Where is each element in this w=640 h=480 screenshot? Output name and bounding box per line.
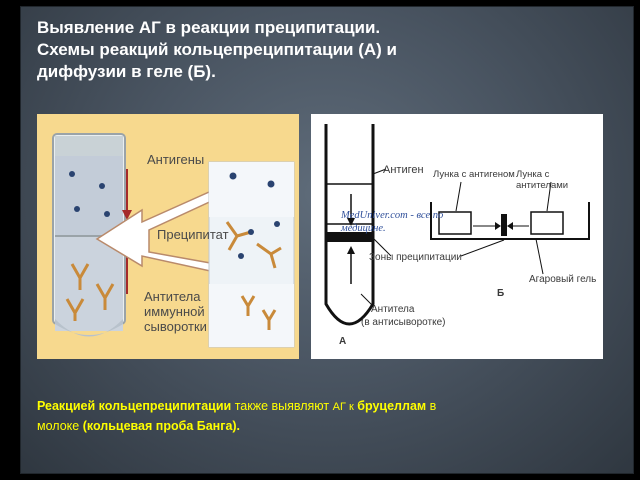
slide-title: Выявление АГ в реакции преципитации. Схе… <box>37 17 517 83</box>
complex-antibody <box>256 242 282 269</box>
antibody-shape <box>240 295 256 316</box>
caption-bold-3: (кольцевая проба Банга). <box>82 419 241 433</box>
gel-diffusion-illustration <box>324 124 590 326</box>
caption-bold-1: Реакцией кольцепреципитации <box>37 399 232 413</box>
ring-precipitation-illustration <box>52 133 295 348</box>
precipitate-arrow <box>95 183 233 275</box>
label-antigens: Антигены <box>147 152 205 167</box>
label-well-antigen: Лунка с антигеном <box>433 169 515 180</box>
antigen-layer <box>55 156 123 236</box>
gel-dish <box>430 202 590 240</box>
arrow-head <box>495 222 501 230</box>
antigen-dot <box>104 211 110 217</box>
antigen-dot <box>229 172 237 180</box>
zoom-antigen-zone <box>209 162 294 217</box>
leader-line <box>455 181 462 212</box>
antigen-dot <box>248 229 254 235</box>
arrow-head-down <box>122 210 132 220</box>
tube-rim <box>55 136 123 156</box>
label-well-antibodies: Лунка с антителами <box>516 169 569 191</box>
antigen-dot <box>69 171 75 177</box>
caption: Реакцией кольцепреципитации также выявля… <box>37 397 597 436</box>
label-antiserum: (в антисыворотке) <box>361 317 446 328</box>
caption-text-3: молоке <box>37 419 80 433</box>
antibody-shape <box>261 309 277 330</box>
leader-line <box>546 181 552 212</box>
antigen-dot <box>267 180 275 188</box>
label-b: Б <box>497 288 505 299</box>
well-antibodies <box>530 211 564 235</box>
precipitation-ring <box>326 232 373 242</box>
label-agarose: Агаровый гель <box>529 274 597 285</box>
title-line-1: Выявление АГ в реакции преципитации. <box>37 18 381 37</box>
antibody-shape <box>65 298 85 321</box>
gel-diffusion-figure: Антиген Лунка с антигеном Лунка с антите… <box>311 114 603 359</box>
label-antibodies-1: Антитела <box>144 289 201 304</box>
antibody-shape <box>95 283 115 310</box>
caption-bold-2: бруцеллам <box>357 399 427 413</box>
tube-bottom <box>55 319 123 337</box>
watermark-line-2: медицине. <box>341 223 386 234</box>
antigen-dot <box>99 183 105 189</box>
label-precipitate: Преципитат <box>157 227 229 242</box>
caption-text-2: в <box>429 399 437 413</box>
well-antigen <box>438 211 472 235</box>
caption-small-1: АГ к <box>332 401 354 413</box>
arrow-head <box>347 218 355 226</box>
antigen-dot <box>74 206 80 212</box>
title-line-2: Схемы реакций кольцепреципитации (А) и <box>37 40 397 59</box>
arrow-head <box>347 246 355 254</box>
leader-line <box>372 168 387 175</box>
antigen-dot <box>274 221 280 227</box>
label-antibodies: Антитела <box>371 304 415 315</box>
caption-text-1: также выявляют <box>234 399 330 413</box>
label-a: А <box>339 336 347 347</box>
leader-line <box>535 238 544 275</box>
zoom-antibody-zone <box>209 284 294 347</box>
arrow-head <box>507 222 513 230</box>
leader-line <box>460 239 505 257</box>
precipitation-band <box>501 214 507 236</box>
label-antibodies-block: Антитела иммунной сыворотки <box>144 289 207 334</box>
antigen-dot <box>238 253 244 259</box>
watermark-line-1: MedUniver.com - все по <box>341 210 444 221</box>
antibody-layer <box>55 236 123 331</box>
slide: Выявление АГ в реакции преципитации. Схе… <box>20 6 634 474</box>
label-antibodies-2: иммунной <box>144 304 205 319</box>
label-antigen: Антиген <box>383 164 424 176</box>
title-line-3: диффузии в геле (Б). <box>37 62 216 81</box>
leader-line <box>372 237 392 257</box>
label-antibodies-3: сыворотки <box>144 319 207 334</box>
antibody-shape <box>70 263 90 290</box>
leader-line <box>360 293 374 307</box>
label-precipitation-zones: Зоны преципитации <box>369 252 462 263</box>
ring-precipitation-figure: Антигены Преципитат Антитела иммунной сы… <box>37 114 299 359</box>
